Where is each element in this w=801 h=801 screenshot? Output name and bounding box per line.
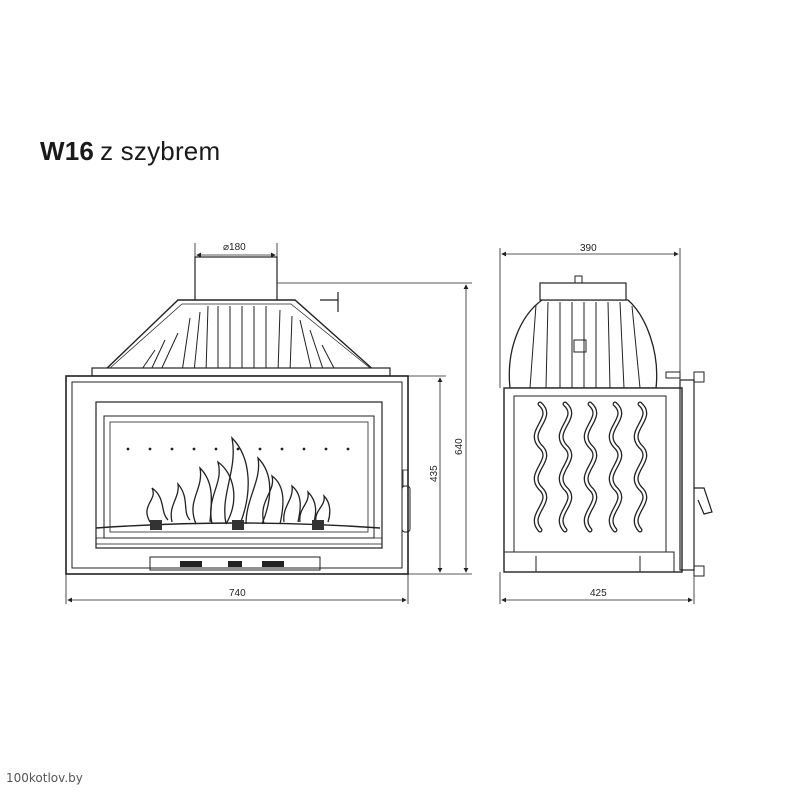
dimension-labels: ⌀180 740 435 640 390 425 [223, 242, 607, 599]
model-name: W16 [40, 136, 95, 166]
model-variant: z szybrem [100, 136, 221, 166]
vent-dots [126, 447, 350, 451]
side-view [503, 275, 713, 577]
smoke-hood [101, 299, 378, 373]
base-plinth [149, 556, 321, 571]
side-handle [694, 487, 713, 515]
front-view [65, 256, 411, 575]
side-flue [539, 282, 627, 301]
total-height-label: 640 [454, 438, 465, 455]
front-height-label: 435 [429, 465, 440, 482]
side-top-depth-label: 390 [580, 243, 597, 254]
watermark: 100kotlov.by [6, 771, 83, 785]
hood-ribs [139, 305, 337, 373]
top-band [91, 367, 391, 377]
front-body [65, 375, 409, 575]
front-frame [71, 381, 403, 569]
damper-lever [320, 292, 339, 312]
flames-icon [146, 436, 331, 525]
flue-diameter-label: ⌀180 [223, 242, 246, 253]
door-frame [95, 401, 383, 549]
side-hood-ribs [529, 301, 641, 389]
front-width-label: 740 [229, 588, 246, 599]
side-bottom-depth-label: 425 [590, 588, 607, 599]
dimension-lines [65, 243, 695, 604]
flue-diameter-value: 180 [229, 242, 246, 253]
side-door [679, 379, 695, 571]
flue-collar [194, 256, 278, 302]
